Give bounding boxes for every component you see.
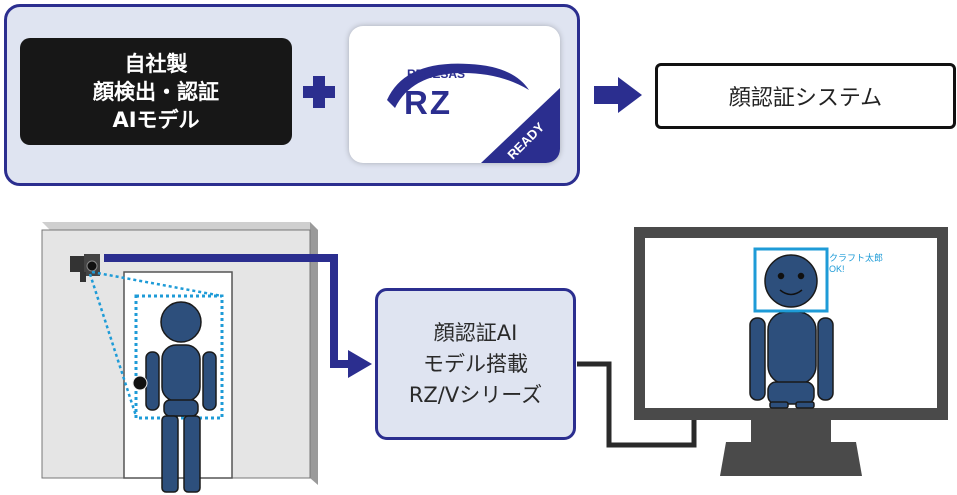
auth-status-label: OK! bbox=[829, 264, 845, 274]
rz-logo-graphic: RENESAS RZ READY bbox=[387, 63, 560, 163]
camera-connector bbox=[104, 254, 352, 368]
face-detection-box bbox=[753, 247, 829, 313]
face-auth-system-box: 顔認証システム bbox=[655, 63, 956, 129]
rz-v-device-box: 顔認証AI モデル搭載 RZ/Vシリーズ bbox=[375, 288, 576, 440]
face-auth-system-label: 顔認証システム bbox=[728, 86, 883, 111]
card-reader-icon bbox=[132, 375, 148, 391]
monitor-cable bbox=[577, 361, 697, 448]
rz-wordmark: RZ bbox=[404, 84, 452, 121]
ai-model-line-2: 顔検出・認証 bbox=[93, 79, 219, 104]
rz-box-line-2: モデル搭載 bbox=[423, 351, 528, 376]
person-figure bbox=[145, 301, 217, 493]
rz-box-line-3: RZ/Vシリーズ bbox=[408, 382, 543, 407]
rz-box-line-1: 顔認証AI bbox=[433, 320, 518, 345]
ai-model-line-1: 自社製 bbox=[124, 51, 188, 76]
renesas-rz-ready-chip: RENESAS RZ READY bbox=[349, 26, 560, 163]
detection-zone bbox=[134, 294, 224, 420]
camera-icon bbox=[70, 254, 100, 282]
smiley-face bbox=[777, 272, 805, 296]
monitor-person-figure bbox=[749, 254, 834, 409]
arrow-right-icon bbox=[594, 77, 642, 113]
ai-model-box: 自社製 顔検出・認証 AIモデル bbox=[20, 38, 292, 145]
renesas-wordmark: RENESAS bbox=[407, 67, 465, 81]
plus-icon bbox=[303, 76, 335, 108]
recognized-name-label: クラフト太郎 bbox=[829, 253, 884, 263]
ai-model-line-3: AIモデル bbox=[112, 107, 200, 132]
